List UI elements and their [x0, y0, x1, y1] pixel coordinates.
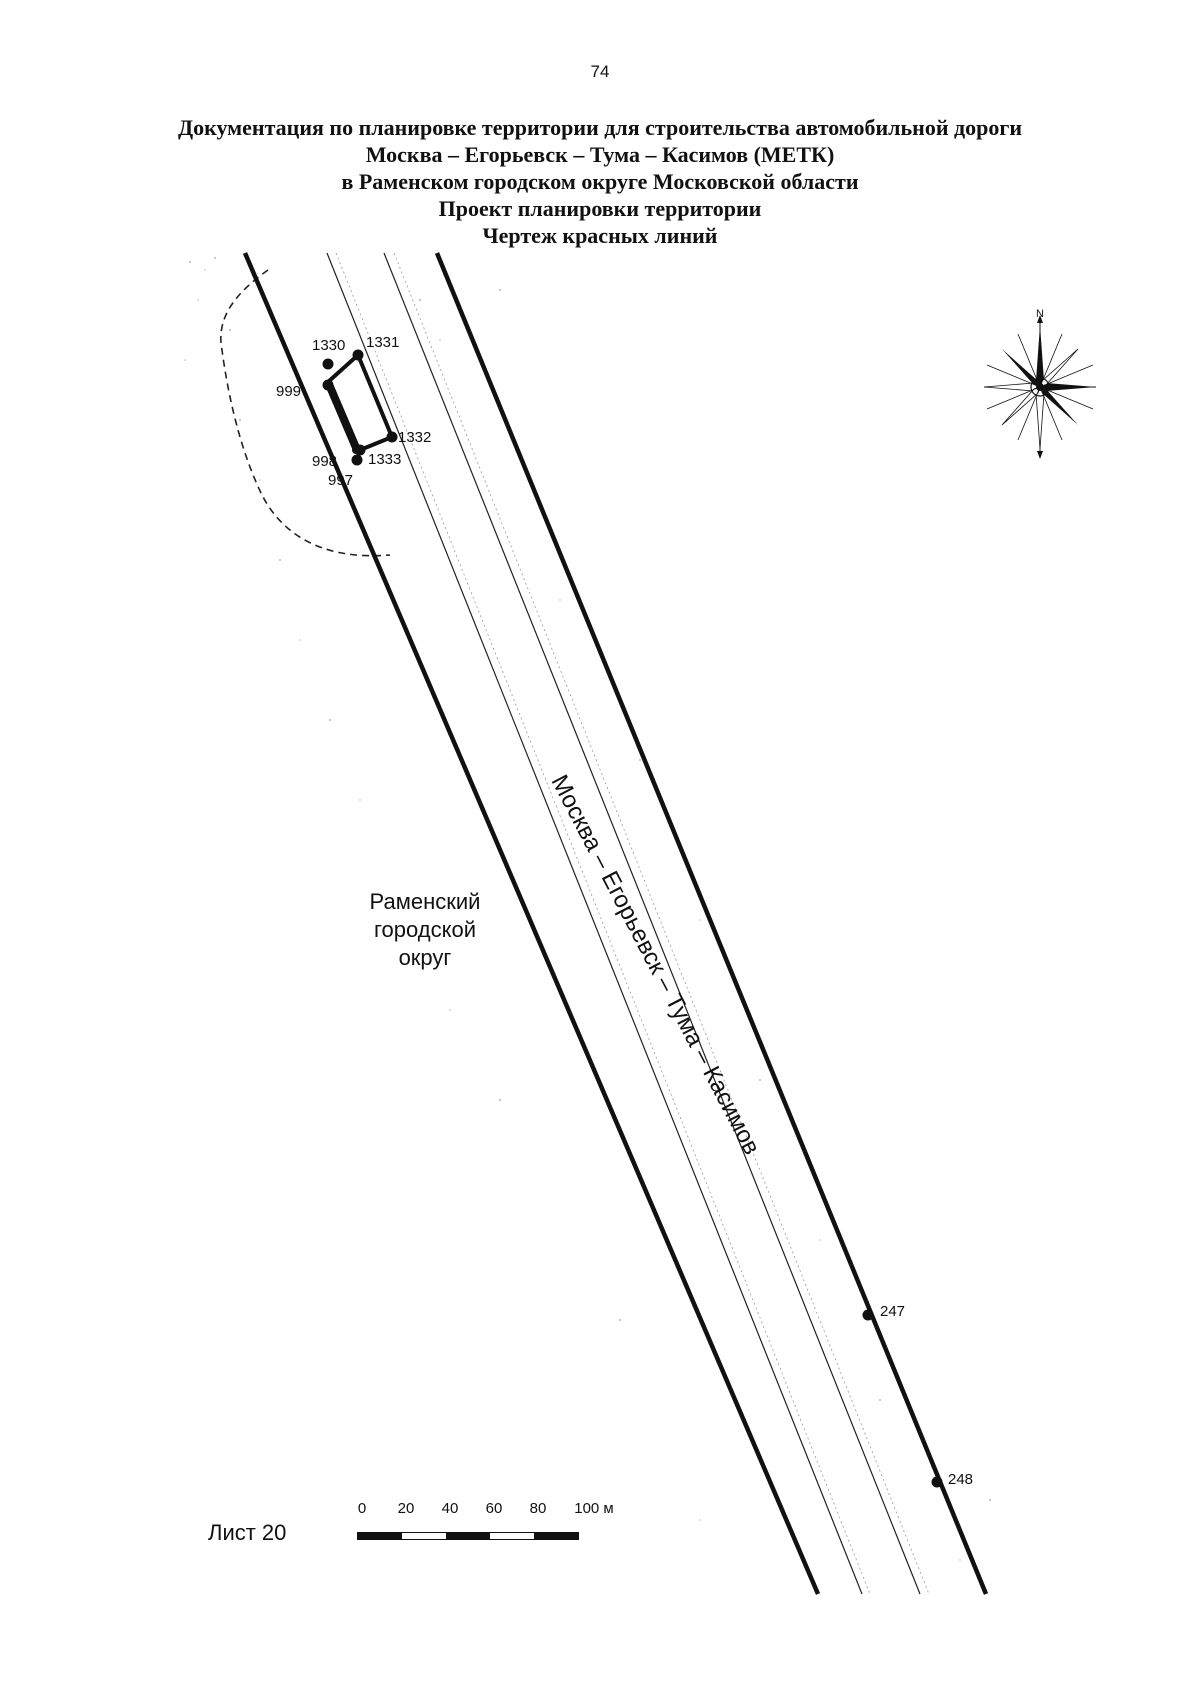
road-lines — [242, 252, 989, 1595]
label-999: 999 — [276, 383, 301, 400]
scale-tick-60: 60 — [485, 1500, 503, 1517]
label-997: 997 — [328, 472, 353, 489]
point-247 — [862, 1309, 874, 1321]
compass-north-label: N — [1036, 308, 1044, 320]
scale-tick-80: 80 — [529, 1500, 547, 1517]
sheet-label: Лист 20 — [208, 1520, 287, 1545]
boundary-points — [322, 349, 943, 1488]
district-label-line-1: Раменский — [369, 889, 481, 914]
point-248 — [931, 1476, 943, 1488]
title-line-4: Проект планировки территории — [438, 196, 762, 221]
scale-track — [357, 1532, 579, 1540]
scale-tick-100: 100 м — [574, 1500, 614, 1517]
label-1333: 1333 — [368, 451, 401, 468]
label-1332: 1332 — [398, 429, 431, 446]
document-title: Документация по планировке территории дл… — [0, 114, 1200, 249]
point-998 — [352, 446, 360, 454]
label-247: 247 — [880, 1303, 905, 1320]
point-999 — [322, 379, 334, 391]
title-line-1: Документация по планировке территории дл… — [177, 115, 1023, 140]
red-line-left — [242, 252, 821, 1595]
district-label-line-2: городской — [374, 917, 476, 942]
red-line-right — [434, 252, 989, 1595]
label-248: 248 — [948, 1471, 973, 1488]
point-labels: 1330 1331 999 1332 998 1333 997 247 248 — [276, 334, 973, 1488]
point-1331 — [352, 349, 364, 361]
district-label: Раменский городской округ — [345, 888, 505, 972]
title-line-2: Москва – Егорьевск – Тума – Касимов (МЕТ… — [365, 142, 835, 167]
title-line-3: в Раменском городском округе Московской … — [341, 169, 859, 194]
label-1331: 1331 — [366, 334, 399, 351]
background-texture — [184, 257, 991, 1561]
label-998: 998 — [312, 453, 337, 470]
boundary-dashed-line — [220, 269, 391, 557]
road-edge-left — [326, 252, 863, 1595]
compass-rose-icon: N — [983, 308, 1096, 459]
point-997 — [351, 454, 363, 466]
road-edge-right — [335, 252, 871, 1595]
point-1332 — [386, 431, 398, 443]
title-line-5: Чертеж красных линий — [482, 223, 718, 248]
page-number: 74 — [590, 62, 610, 81]
road-edge-right-2 — [393, 252, 930, 1595]
point-1330 — [322, 358, 334, 370]
district-label-line-3: округ — [398, 945, 452, 970]
scale-tick-20: 20 — [397, 1500, 415, 1517]
scale-bar: 0 20 40 60 80 100 м — [357, 1500, 617, 1550]
label-1330: 1330 — [312, 337, 345, 354]
road-axis — [383, 252, 921, 1595]
land-plot — [324, 351, 395, 452]
scale-tick-40: 40 — [441, 1500, 459, 1517]
scale-tick-0: 0 — [357, 1500, 367, 1517]
